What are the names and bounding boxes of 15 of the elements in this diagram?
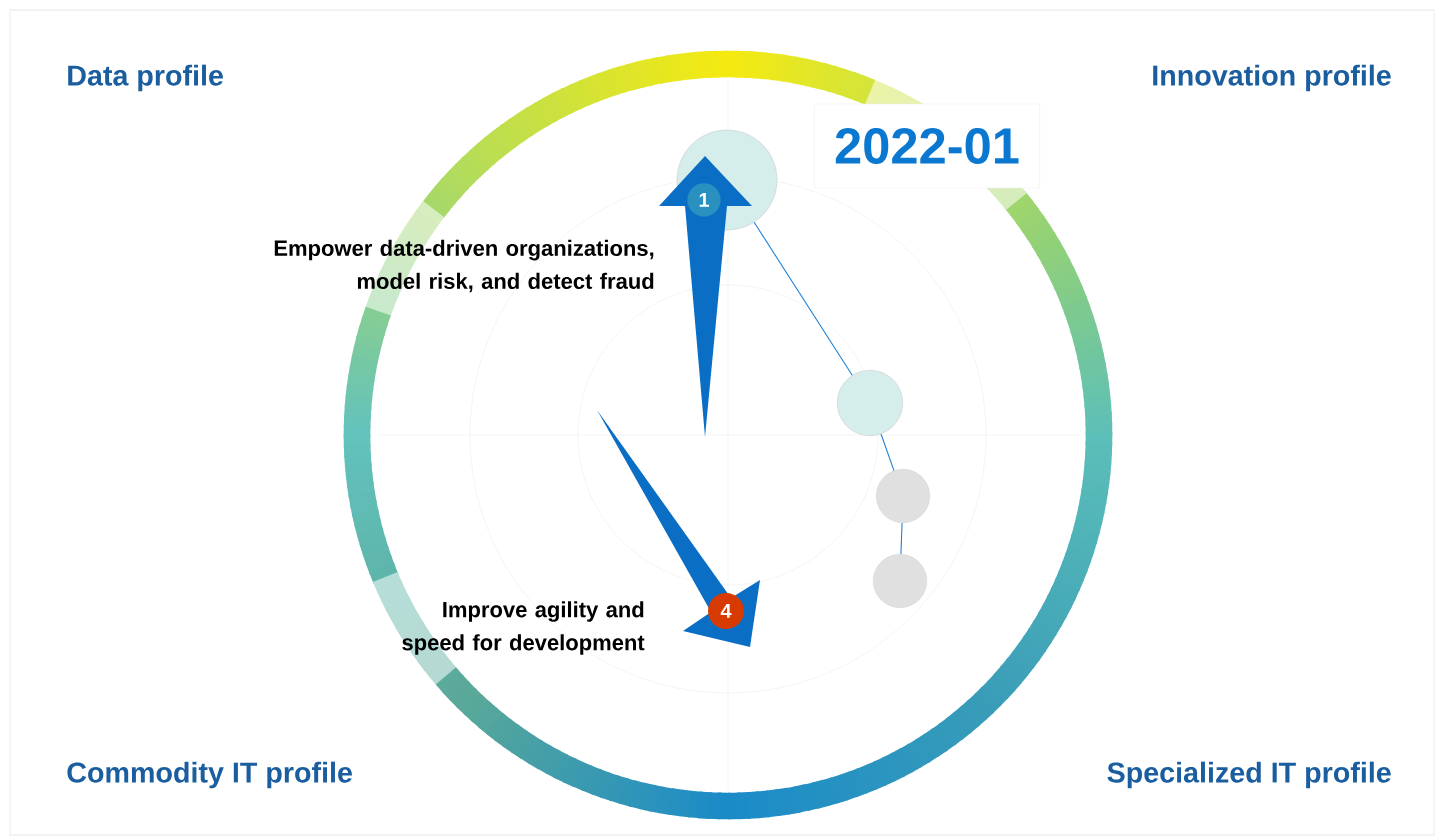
trail-line [753, 221, 853, 376]
bubble [873, 554, 927, 608]
quadrant-title: Commodity IT profile [67, 761, 352, 789]
description-text: Improve agility and speed for development [402, 601, 645, 655]
quadrant-title: Data profile [68, 64, 223, 92]
quadrant-title: Specialized IT profile [1107, 761, 1391, 789]
bubble [876, 469, 930, 523]
number-badge: 4 [708, 593, 744, 629]
quadrant-title: Innovation profile [1153, 64, 1391, 92]
trail-line [880, 433, 895, 472]
trail-line [900, 522, 903, 555]
bubble [837, 370, 903, 436]
date-box: 2022-01 [814, 103, 1040, 189]
number-badge: 1 [687, 183, 721, 217]
description-text: Empower data-driven organizations, model risk, and detect fraud [274, 239, 654, 293]
